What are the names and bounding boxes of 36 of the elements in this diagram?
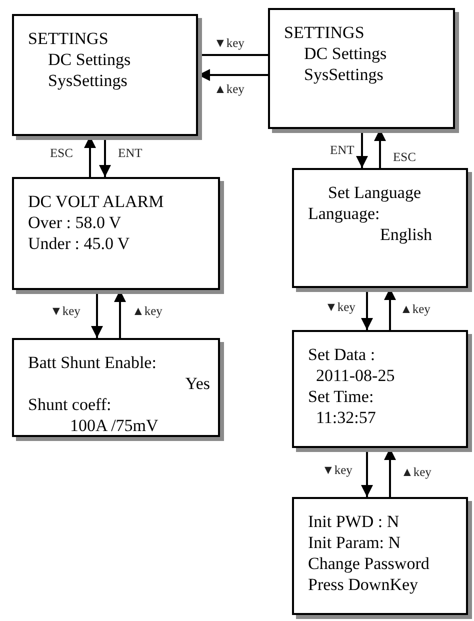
screen-text: Yes: [185, 373, 210, 394]
edge-label: ▼key: [214, 36, 244, 50]
screen-text: Language:: [308, 203, 380, 224]
edge-label: ENT: [330, 143, 354, 157]
screen-text: Set Language: [327, 182, 421, 203]
edge-label: ▲key: [214, 82, 244, 96]
screen-text: Press DownKey: [308, 574, 418, 595]
edge-label: ESC: [393, 150, 416, 164]
edge-label: ▼key: [50, 304, 80, 318]
edge-label: ▲key: [400, 302, 430, 316]
screen-text: Set Time:: [308, 386, 374, 407]
screen-text: 11:32:57: [315, 407, 376, 428]
screen-text: Under : 45.0 V: [28, 233, 130, 254]
screen-text: Init Param: N: [308, 532, 401, 553]
screen-text: DC Settings: [47, 49, 131, 70]
screen-text: DC Settings: [303, 43, 387, 64]
screen-text: DC VOLT ALARM: [28, 191, 164, 212]
screen-text: Set Data :: [308, 344, 376, 365]
screen-text: 2011-08-25: [315, 365, 395, 386]
screen-text: SETTINGS: [284, 22, 364, 43]
edge-label: ESC: [50, 146, 73, 160]
screen-text: Shunt coeff:: [28, 394, 112, 415]
screen-text: 100A /75mV: [69, 415, 158, 436]
screen-text: Batt Shunt Enable:: [28, 352, 156, 373]
edge-label: ENT: [118, 146, 142, 160]
edge-label: ▼key: [322, 463, 352, 477]
screen-text: Change Password: [308, 553, 430, 574]
screen-text: SETTINGS: [28, 28, 108, 49]
screen-text: SysSettings: [47, 70, 128, 91]
screen-text: English: [379, 224, 432, 245]
edge-label: ▼key: [325, 300, 356, 314]
screen-text: Init PWD : N: [308, 511, 400, 532]
edge-label: ▲key: [401, 465, 432, 479]
screen-text: SysSettings: [303, 64, 384, 85]
screen-text: Over : 58.0 V: [28, 212, 122, 233]
edge-label: ▲key: [132, 304, 162, 318]
